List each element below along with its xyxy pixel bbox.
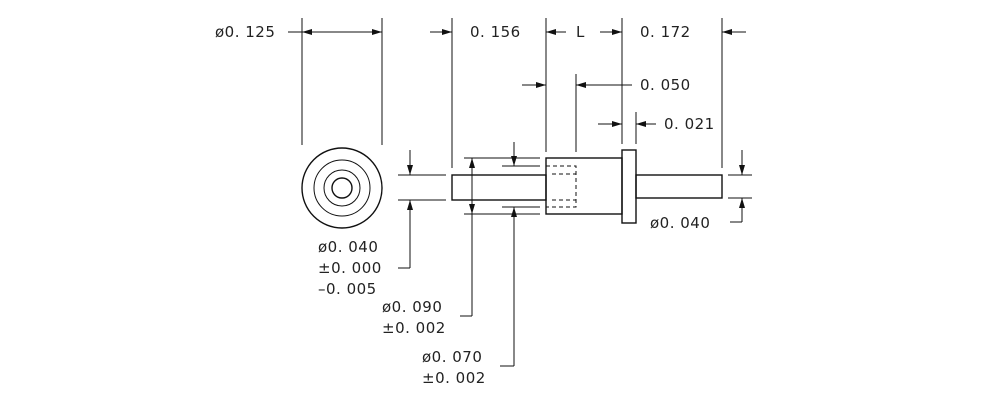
body-diameter-mid-tolerance-label: ±0. 002 (382, 319, 446, 337)
tail-tolerance-minus-label: –0. 005 (318, 280, 377, 298)
arrowhead (636, 121, 646, 127)
bore-diameter-tolerance-label: ±0. 002 (422, 369, 486, 387)
end-view-bore-circle (323, 169, 361, 207)
flange-thickness-label: 0. 021 (664, 115, 715, 133)
bore-diameter-label: ø0. 070 (422, 348, 482, 366)
arrowhead (302, 29, 312, 35)
arrowhead (407, 165, 413, 175)
arrowhead (739, 198, 745, 208)
main-body (545, 157, 623, 215)
arrowhead (469, 158, 475, 168)
bore-diameter-dimension: ø0. 070 ±0. 002 (422, 142, 540, 387)
pin-diameter-label: ø0. 040 (650, 214, 710, 232)
arrowhead (546, 29, 556, 35)
top-dimensions: 0. 156 L 0. 172 0. 050 0. 021 (430, 18, 746, 168)
tail-pin (451, 174, 547, 201)
right-pin-diameter-dimension: ø0. 040 (650, 150, 752, 232)
end-view-pin-circle (331, 177, 353, 199)
arrowhead (536, 82, 546, 88)
arrowhead (442, 29, 452, 35)
mid-length-label: L (576, 23, 585, 41)
side-view (451, 149, 723, 224)
bore-hidden-line (546, 165, 577, 208)
right-pin (635, 174, 723, 199)
body-diameter-label: ø0. 125 (215, 23, 275, 41)
end-view-ring-circle (313, 159, 371, 217)
tail-tolerance-plus-label: ±0. 000 (318, 259, 382, 277)
pin-length-label: 0. 172 (640, 23, 691, 41)
arrowhead (372, 29, 382, 35)
arrowhead (407, 200, 413, 210)
end-view-outer-circle (301, 147, 383, 229)
flange (621, 149, 637, 224)
body-diameter-mid-label: ø0. 090 (382, 298, 442, 316)
arrowhead (739, 165, 745, 175)
arrowhead (612, 29, 622, 35)
end-view: ø0. 125 (215, 18, 383, 229)
arrowhead (469, 204, 475, 214)
arrowhead (511, 207, 517, 217)
shoulder-length-label: 0. 050 (640, 76, 691, 94)
body-diameter-dimension: ø0. 090 ±0. 002 (382, 157, 540, 337)
arrowhead (576, 82, 586, 88)
arrowhead (612, 121, 622, 127)
arrowhead (722, 29, 732, 35)
tail-diameter-label: ø0. 040 (318, 238, 378, 256)
tail-length-label: 0. 156 (470, 23, 521, 41)
tail-diameter-dimension: ø0. 040 ±0. 000 –0. 005 (318, 150, 446, 298)
arrowhead (511, 156, 517, 166)
